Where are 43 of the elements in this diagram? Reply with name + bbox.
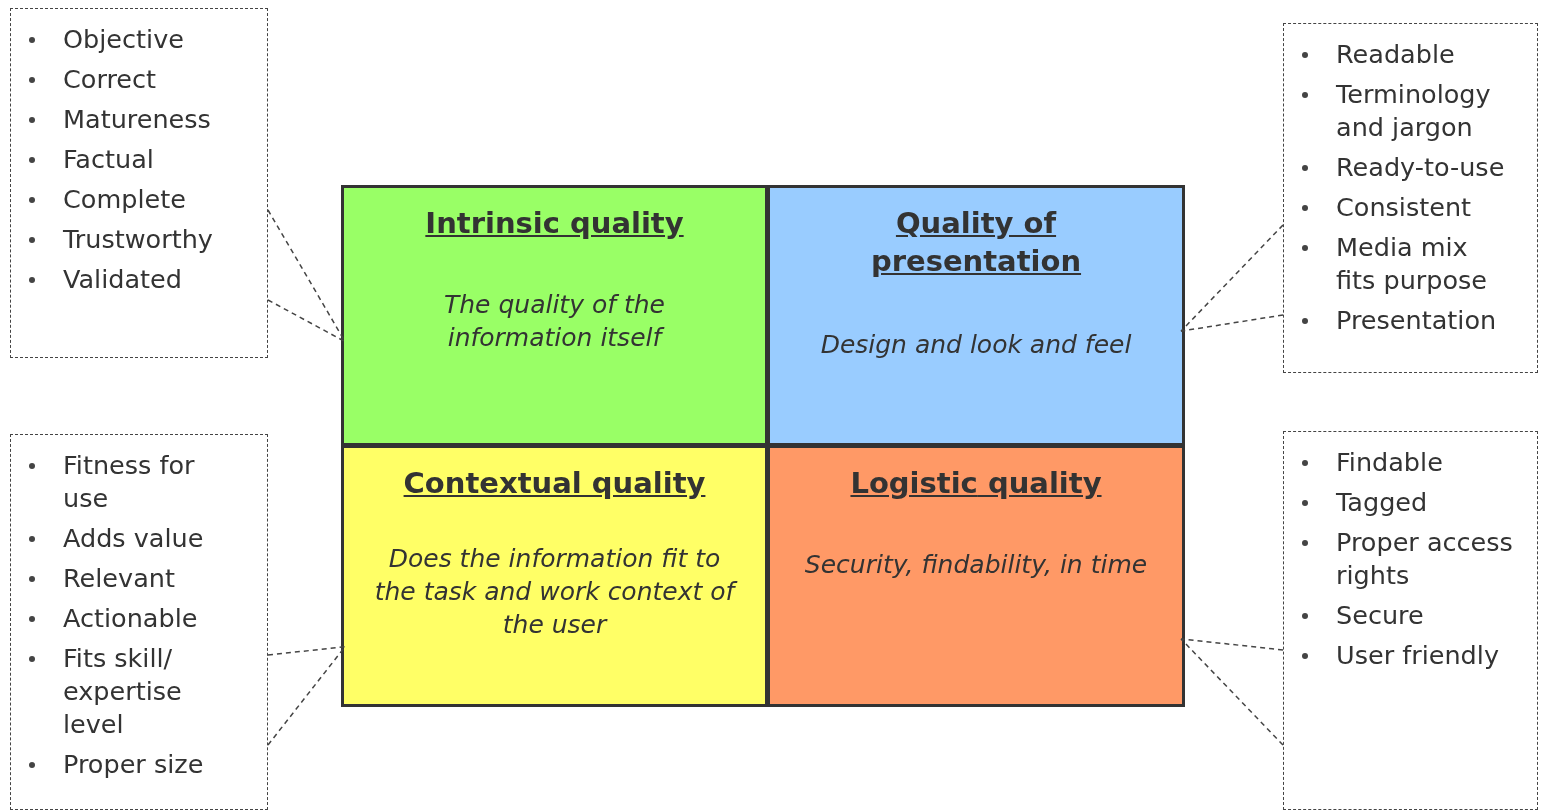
quadrant-box	[767, 185, 1185, 446]
quadrant-description: Security, findability, in time	[803, 549, 1149, 581]
list-item: Correct	[63, 64, 157, 94]
list-item: Proper size	[63, 749, 204, 779]
list-item: Consistent	[1336, 192, 1472, 222]
list-item: Matureness	[63, 104, 211, 134]
callout-box	[1283, 431, 1538, 810]
quadrant-title: Logistic quality	[849, 465, 1103, 502]
list-item: Objective	[63, 24, 184, 54]
quadrant-box	[767, 445, 1185, 707]
list-item: Secure	[1336, 600, 1424, 630]
quadrant-title: Intrinsic quality	[424, 205, 685, 242]
list-item: Fits skill/ expertise level	[63, 643, 182, 739]
list-item: Readable	[1336, 39, 1455, 69]
list-item: Trustworthy	[63, 224, 213, 254]
callout-box	[10, 434, 268, 810]
callout-box	[1283, 23, 1538, 373]
quadrant-box	[341, 445, 768, 707]
list-item: Relevant	[63, 563, 175, 593]
list-item: Presentation	[1336, 305, 1497, 335]
quadrant-title: Contextual quality	[402, 465, 707, 502]
list-item: Factual	[63, 144, 154, 174]
quadrant-description: Design and look and feel	[819, 329, 1133, 361]
list-item: Adds value	[63, 523, 204, 553]
callout-tail	[267, 209, 346, 343]
list-item: Media mix fits purpose	[1336, 232, 1488, 295]
quadrant-box	[341, 185, 768, 446]
callout-tail	[1180, 224, 1284, 332]
quadrant-title: Quality of presentation	[869, 205, 1083, 280]
list-item: Findable	[1336, 447, 1443, 477]
quadrant-description: The quality of the information itself	[443, 289, 666, 354]
list-item: Validated	[63, 264, 182, 294]
callout-box	[10, 8, 268, 358]
list-item: Terminology and jargon	[1336, 79, 1491, 142]
list-item: Complete	[63, 184, 186, 214]
list-item: Actionable	[63, 603, 198, 633]
callout-tail	[1180, 638, 1284, 746]
list-item: Fitness for use	[63, 450, 195, 513]
callout-tail	[267, 646, 346, 746]
list-item: Proper access rights	[1336, 527, 1513, 590]
list-item: Ready-to-use	[1336, 152, 1505, 182]
list-item: User friendly	[1336, 640, 1499, 670]
list-item: Tagged	[1336, 487, 1428, 517]
